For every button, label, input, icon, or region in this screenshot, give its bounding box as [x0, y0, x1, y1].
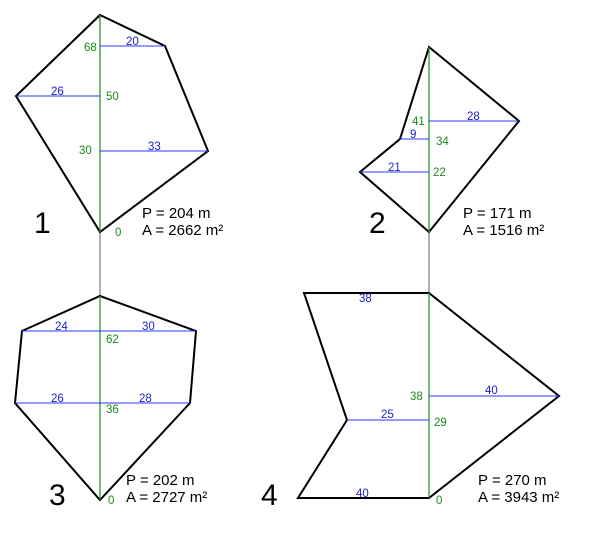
- chainage-label: 0: [108, 495, 114, 507]
- offset-label: 40: [485, 385, 498, 397]
- chainage-label: 68: [84, 42, 97, 54]
- offset-label: 25: [381, 409, 394, 421]
- figure-2-outline: [358, 45, 521, 234]
- figure-1-outline: [14, 13, 210, 234]
- figure-number: 2: [369, 207, 386, 240]
- figure-number: 3: [49, 479, 66, 512]
- offset-label: 9: [410, 129, 416, 141]
- offset-label: 24: [55, 321, 68, 333]
- chainage-label: 38: [410, 391, 423, 403]
- offset-label: 26: [51, 393, 64, 405]
- figure-3: 62 36 0 24 30 26 28 3 P = 202 m A = 2727…: [13, 294, 207, 512]
- chainage-label: 62: [106, 334, 119, 346]
- offset-label: 38: [359, 293, 372, 305]
- figure-number: 1: [34, 207, 51, 240]
- offset-label: 30: [142, 321, 155, 333]
- chainage-label: 41: [412, 116, 425, 128]
- chainage-label: 34: [436, 136, 449, 148]
- offset-label: 40: [356, 488, 369, 500]
- offset-label: 28: [467, 111, 480, 123]
- chainage-label: 29: [434, 417, 447, 429]
- area-text: A = 2662 m²: [142, 222, 223, 239]
- chainage-label: 0: [436, 495, 442, 507]
- perimeter-text: P = 171 m: [463, 205, 532, 222]
- figure-3-outline: [13, 294, 198, 502]
- perimeter-text: P = 270 m: [478, 472, 547, 489]
- area-text: A = 1516 m²: [463, 222, 544, 239]
- perimeter-text: P = 202 m: [126, 472, 195, 489]
- chainage-label: 50: [106, 91, 119, 103]
- figure-4: 38 29 0 38 40 25 40 4 P = 270 m A = 3943…: [261, 292, 561, 512]
- chainage-label: 36: [106, 404, 119, 416]
- chainage-label: 30: [79, 145, 92, 157]
- figure-number: 4: [261, 479, 278, 512]
- offset-label: 28: [139, 393, 152, 405]
- figure-1: 68 50 30 0 20 26 33 1 P = 204 m A = 2662…: [14, 13, 223, 240]
- figure-2: 41 34 22 28 9 21 2 P = 171 m A = 1516 m²: [358, 45, 544, 240]
- offset-label: 33: [148, 141, 161, 153]
- area-text: A = 2727 m²: [126, 489, 207, 506]
- offset-label: 21: [388, 162, 401, 174]
- chainage-label: 0: [115, 227, 121, 239]
- offset-label: 26: [51, 86, 64, 98]
- area-text: A = 3943 m²: [478, 489, 559, 506]
- offset-label: 20: [126, 36, 139, 48]
- perimeter-text: P = 204 m: [142, 205, 211, 222]
- chainage-label: 22: [433, 167, 446, 179]
